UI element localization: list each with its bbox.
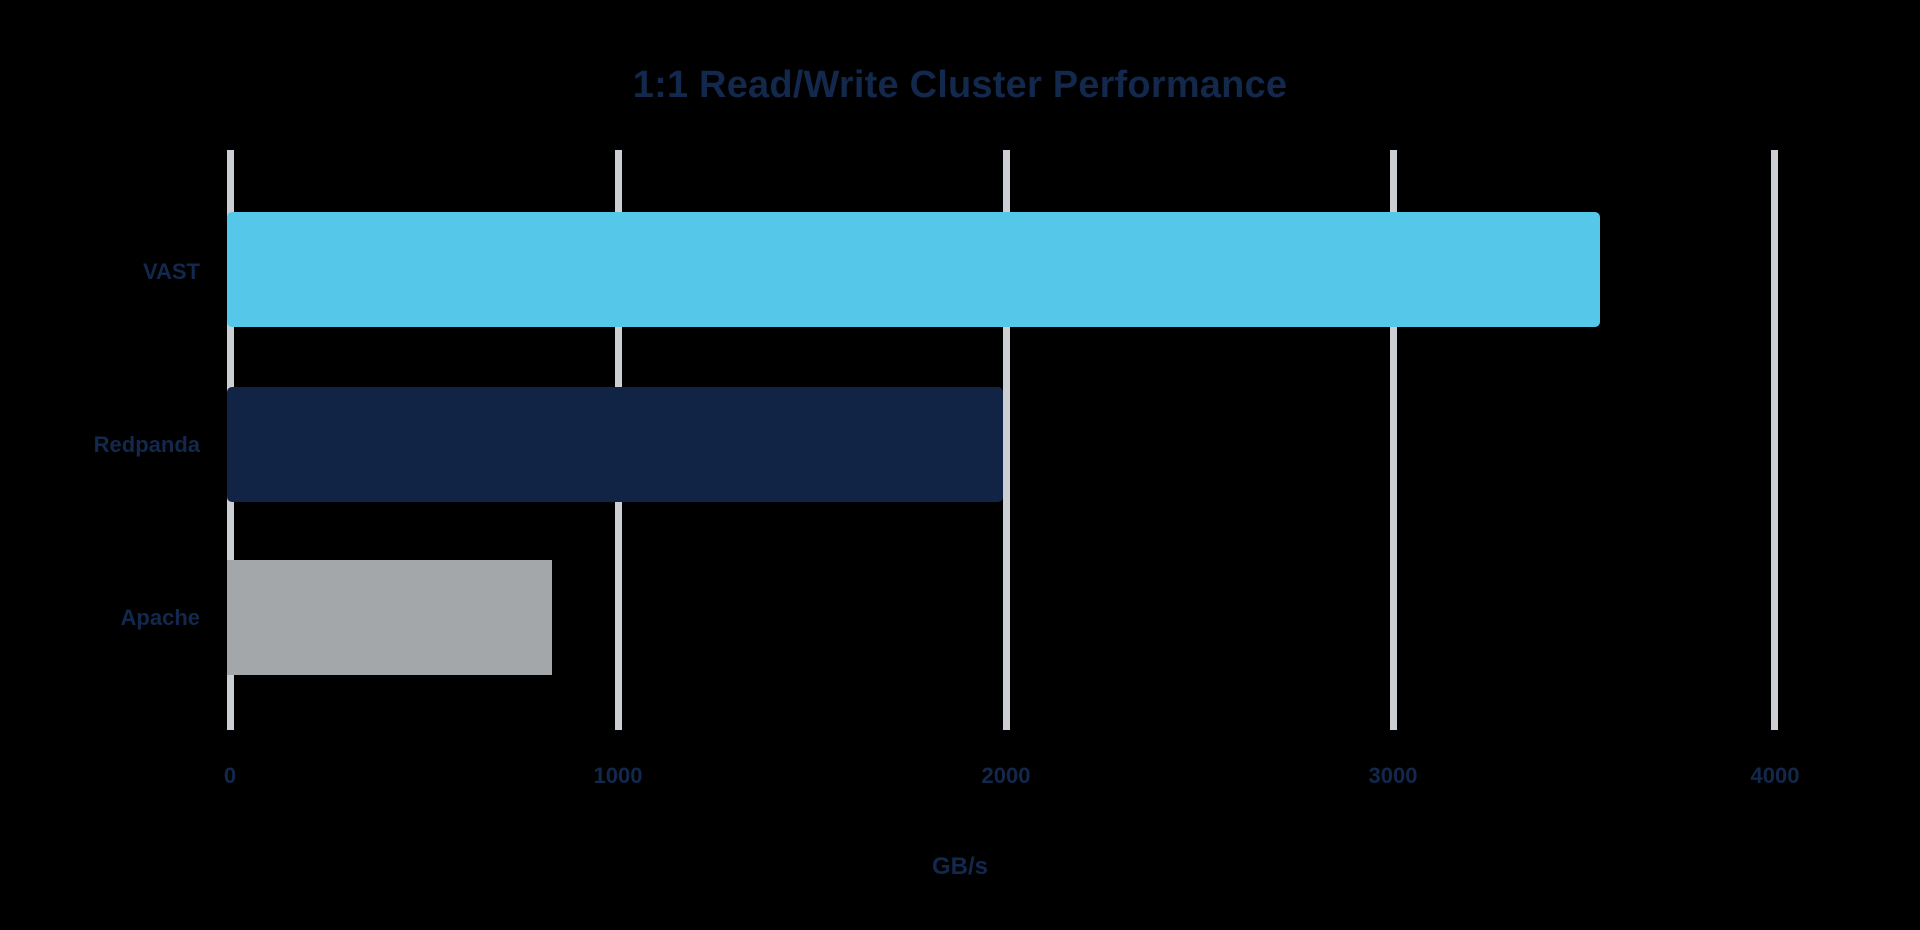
chart-title: 1:1 Read/Write Cluster Performance [632,64,1288,106]
gridline-2000 [1003,150,1010,730]
y-axis-label-vast: VAST [142,259,200,284]
x-tick-label-2000: 2000 [981,763,1031,788]
plot-area [227,150,1778,730]
x-axis-title: GB/s [931,853,988,880]
bar-apache[interactable] [227,560,552,675]
bar-vast[interactable] [227,212,1600,327]
y-axis-label-apache: Apache [120,605,200,630]
gridline-3000 [1390,150,1397,730]
x-tick-label-1000: 1000 [593,763,643,788]
bar-redpanda[interactable] [227,387,1003,502]
x-tick-label-0: 0 [223,763,237,788]
gridline-4000 [1771,150,1778,730]
y-axis-label-redpanda: Redpanda [93,432,200,457]
x-tick-label-4000: 4000 [1750,763,1800,788]
x-tick-label-3000: 3000 [1368,763,1418,788]
